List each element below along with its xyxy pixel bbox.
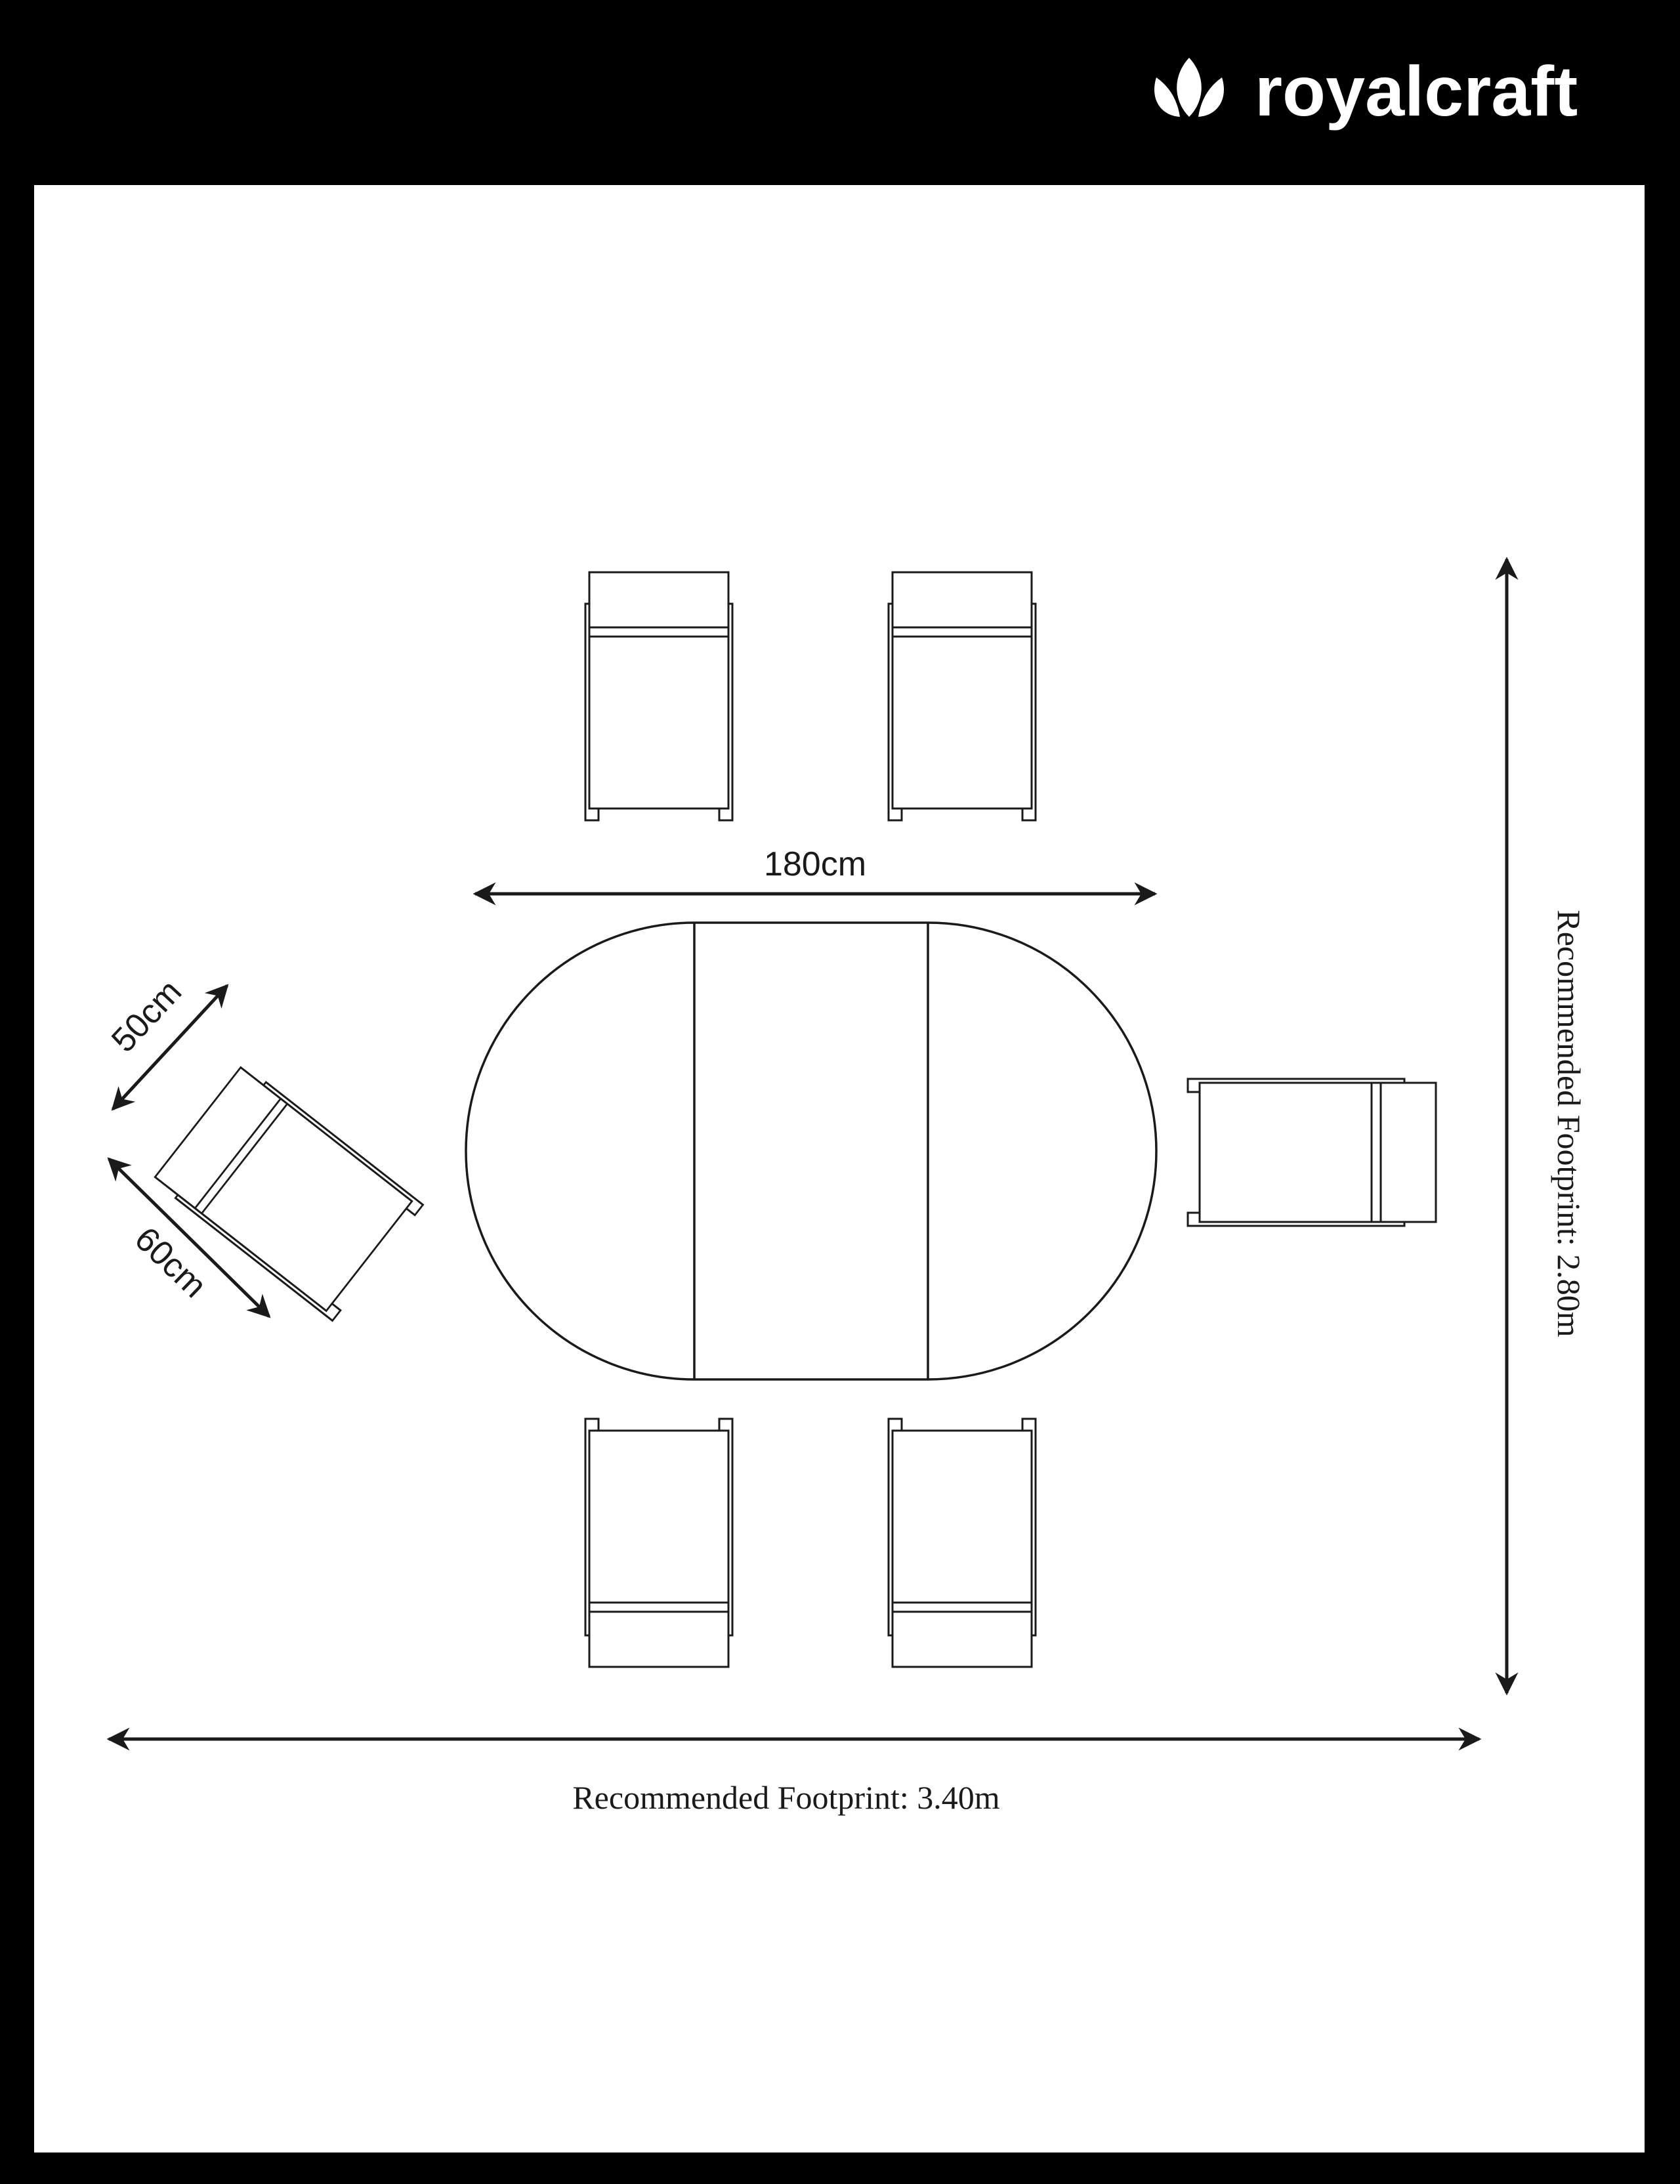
oval-table — [465, 921, 1158, 1381]
table-length-label: 180cm — [764, 845, 866, 883]
footprint-depth-label: Recommended Footprint: 2.80m — [1551, 910, 1587, 1337]
chair-end-right — [1186, 1078, 1437, 1227]
chair-depth-arrow — [107, 1157, 271, 1318]
chair-width-arrow — [111, 984, 229, 1111]
chair-top-left — [584, 571, 734, 822]
brand-logo: royalcraft — [1154, 51, 1578, 131]
chair-bottom-right — [887, 1418, 1037, 1668]
crown-leaf-icon — [1154, 58, 1224, 117]
brand-name: royalcraft — [1255, 51, 1578, 131]
chair-top-right — [887, 571, 1037, 822]
footprint-width-label: Recommended Footprint: 3.40m — [572, 1779, 999, 1816]
chair-bottom-left — [584, 1418, 734, 1668]
